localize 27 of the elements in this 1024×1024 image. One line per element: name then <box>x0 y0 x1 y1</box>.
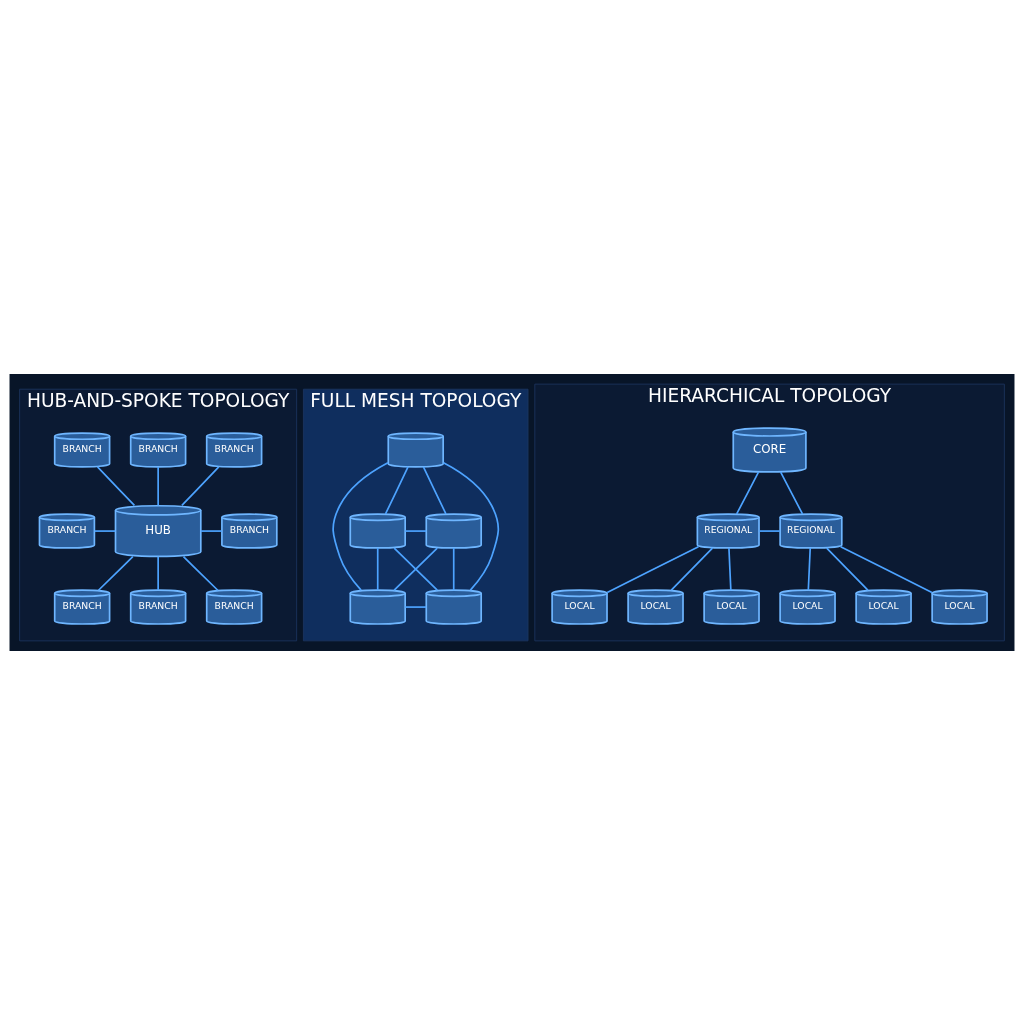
connector <box>96 465 136 506</box>
connector <box>606 545 700 593</box>
connector <box>670 546 714 591</box>
connector <box>157 465 159 506</box>
connector <box>93 529 117 532</box>
connector <box>807 546 812 591</box>
connector <box>200 529 223 532</box>
connector <box>182 555 219 591</box>
connector <box>728 546 732 591</box>
connector <box>376 546 379 591</box>
connector <box>839 545 933 593</box>
cluster: FULL MESH TOPOLOGY <box>303 388 529 641</box>
connector <box>735 470 760 515</box>
connector <box>181 465 220 506</box>
connector <box>825 546 869 591</box>
connector <box>157 555 159 591</box>
connector <box>332 461 389 591</box>
connector <box>452 546 455 591</box>
connector <box>393 546 439 591</box>
connector <box>779 470 804 515</box>
connector <box>422 465 447 515</box>
connector <box>384 465 409 515</box>
connector <box>404 605 427 608</box>
connector <box>97 555 134 591</box>
connector <box>758 529 781 532</box>
connector <box>404 529 427 532</box>
connector <box>442 461 500 591</box>
